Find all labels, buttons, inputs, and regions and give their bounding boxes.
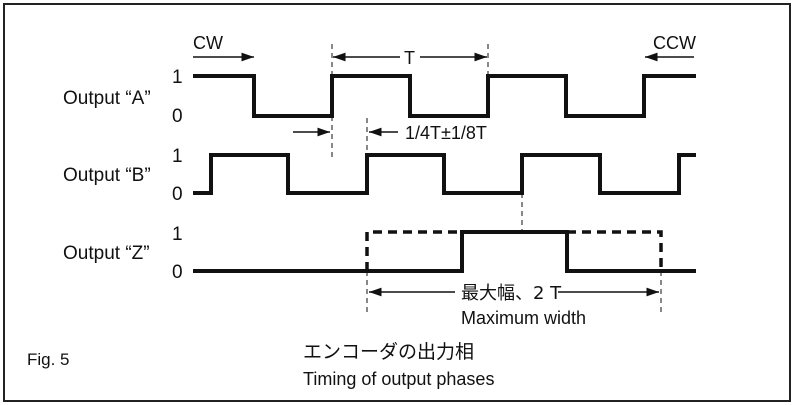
level-high-z: 1: [172, 224, 183, 245]
z-width-label-jp: 最大幅、2 T: [461, 283, 562, 304]
direction-cw-label: CW: [193, 33, 223, 53]
caption-english: Timing of output phases: [303, 369, 494, 389]
caption-japanese: エンコーダの出力相: [303, 341, 474, 363]
z-width-label-en: Maximum width: [461, 308, 586, 328]
waveform-z: [193, 230, 696, 273]
level-high-a: 1: [172, 67, 183, 88]
direction-ccw-label: CCW: [653, 33, 696, 53]
level-low-z: 0: [172, 262, 183, 283]
phase-offset-label: 1/4T±1/8T: [405, 123, 487, 143]
signal-label-z: Output “Z”: [63, 243, 150, 264]
waveform-a: [193, 74, 696, 118]
period-label: T: [404, 48, 415, 68]
level-low-b: 0: [172, 184, 183, 205]
figure-border: [3, 3, 791, 402]
figure-number: Fig. 5: [27, 350, 70, 369]
signal-label-a: Output “A”: [63, 88, 151, 109]
level-high-b: 1: [172, 146, 183, 167]
waveform-z-max-width: [365, 230, 663, 271]
waveform-b: [193, 153, 696, 195]
level-low-a: 0: [172, 106, 183, 127]
signal-label-b: Output “B”: [63, 165, 151, 186]
